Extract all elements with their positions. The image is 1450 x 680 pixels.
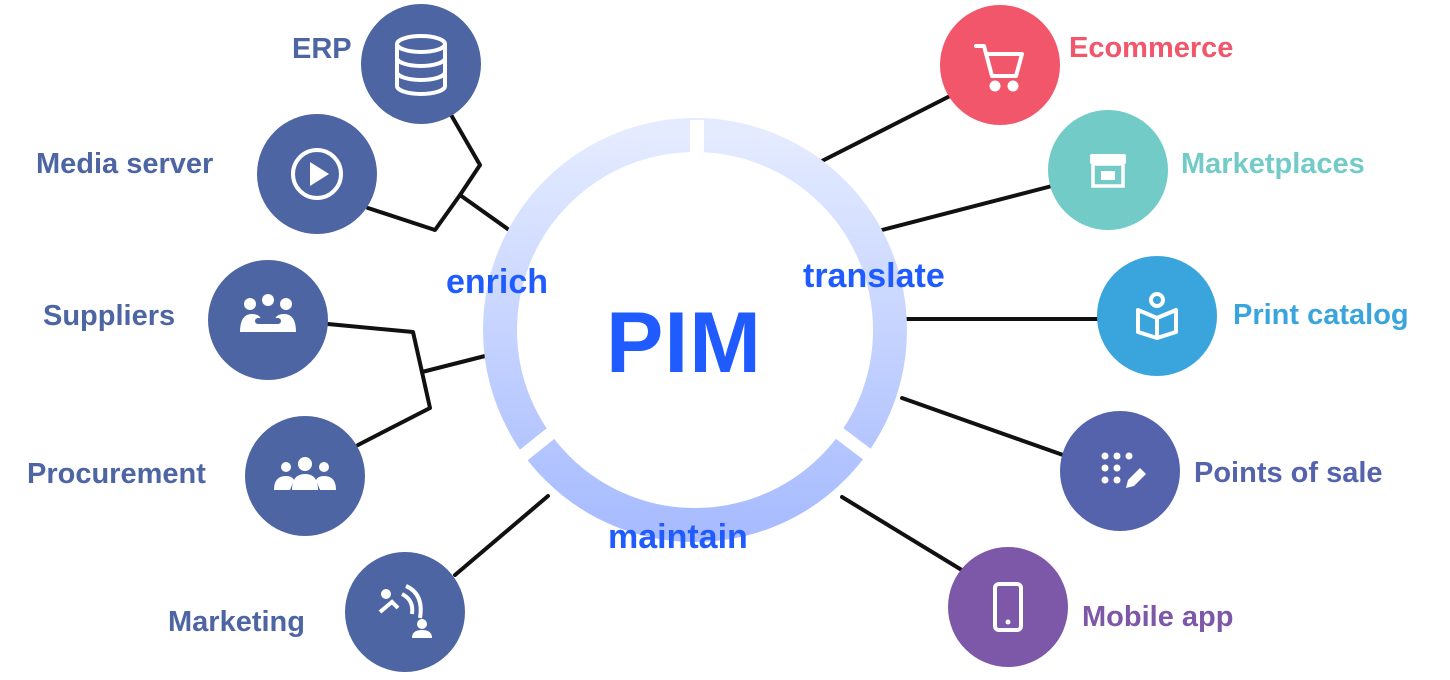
- label-marketing: Marketing: [168, 606, 305, 638]
- connector-marketplaces: [876, 184, 1054, 233]
- pim-ring: [483, 118, 907, 542]
- marketing-node: [345, 552, 465, 672]
- verb-enrich: enrich: [446, 263, 549, 301]
- ecommerce-circle: [940, 5, 1060, 125]
- connector-suppliers: [326, 322, 424, 374]
- pim-title: PIM: [606, 295, 762, 391]
- print-catalog-node: [1097, 256, 1217, 376]
- database-icon: [395, 34, 447, 96]
- points-of-sale-circle: [1060, 411, 1180, 531]
- verb-maintain: maintain: [608, 518, 748, 556]
- connector-media-server: [366, 193, 514, 234]
- play-circle-icon: [291, 148, 343, 200]
- label-marketplaces: Marketplaces: [1181, 148, 1365, 180]
- open-book-reader-icon: [1136, 292, 1178, 340]
- connector-procurement: [356, 354, 487, 447]
- ecommerce-node: [940, 5, 1060, 125]
- connector-mobile-app: [840, 495, 967, 574]
- storefront-icon: [1090, 154, 1126, 188]
- label-print-catalog: Print catalog: [1233, 299, 1409, 331]
- mobile-app-node: [948, 547, 1068, 667]
- label-mobile-app: Mobile app: [1082, 601, 1234, 633]
- marketing-circle: [345, 552, 465, 672]
- connector-marketing: [453, 494, 550, 577]
- broadcast-person-icon: [378, 584, 432, 638]
- handshake-people-icon: [240, 294, 296, 332]
- marketplaces-circle: [1048, 110, 1168, 230]
- label-procurement: Procurement: [27, 458, 206, 490]
- connector-ecommerce: [816, 94, 952, 165]
- verb-translate: translate: [803, 257, 945, 295]
- suppliers-node: [208, 260, 328, 380]
- shopping-cart-icon: [974, 44, 1024, 92]
- label-points-of-sale: Points of sale: [1194, 457, 1383, 489]
- team-icon: [274, 457, 336, 490]
- media-server-node: [257, 114, 377, 234]
- keypad-pen-icon: [1101, 452, 1146, 488]
- points-of-sale-node: [1060, 411, 1180, 531]
- smartphone-icon: [993, 582, 1023, 632]
- label-suppliers: Suppliers: [43, 300, 176, 332]
- marketplaces-node: [1048, 110, 1168, 230]
- label-erp: ERP: [292, 33, 352, 65]
- connector-points-of-sale: [900, 396, 1065, 457]
- procurement-node: [245, 416, 365, 536]
- label-ecommerce: Ecommerce: [1069, 32, 1234, 64]
- connectors: [326, 94, 1102, 577]
- connector-erp: [448, 111, 482, 197]
- label-media-server: Media server: [36, 148, 214, 180]
- mobile-app-circle: [948, 547, 1068, 667]
- erp-node: [361, 4, 481, 124]
